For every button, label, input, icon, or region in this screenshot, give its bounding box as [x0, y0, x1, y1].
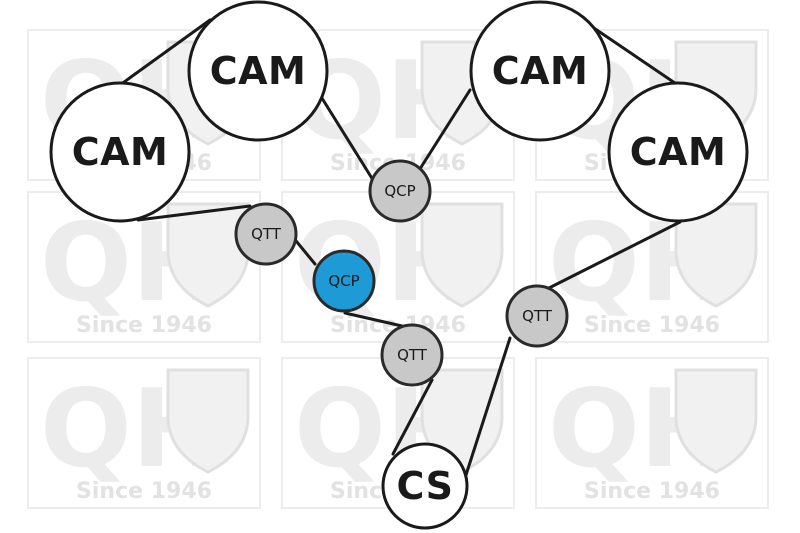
tensioner-pulley-upper-left: QTT	[234, 202, 298, 266]
cam-pulley-top-left: CAM	[187, 0, 329, 142]
belt-segment	[416, 88, 472, 174]
cam-label: CAM	[630, 130, 727, 174]
watermark-tagline: Since 1946	[584, 313, 720, 338]
watermark-shield-icon	[674, 202, 758, 308]
crankshaft-pulley: CS	[381, 442, 469, 530]
idler-label: QCP	[328, 272, 359, 290]
belt-segment	[318, 93, 375, 182]
cam-pulley-right: CAM	[607, 81, 749, 223]
watermark-shield-icon	[166, 368, 250, 474]
cam-pulley-top-right: CAM	[469, 0, 611, 142]
tensioner-pulley-right: QTT	[505, 284, 569, 348]
watermark-tagline: Since 1946	[76, 313, 212, 338]
belt-segment	[463, 336, 512, 480]
cam-label: CAM	[72, 130, 169, 174]
cam-label: CAM	[492, 49, 589, 93]
watermark-tagline: Since 1946	[76, 479, 212, 504]
belt-segment	[543, 220, 682, 292]
idler-pulley-top-center: QCP	[368, 159, 432, 223]
tensioner-pulley-lower-mid: QTT	[380, 323, 444, 387]
watermark-tagline: Since 1946	[584, 479, 720, 504]
belt-segment	[136, 204, 252, 222]
tensioner-label: QTT	[522, 307, 553, 325]
watermark-shield-icon	[420, 202, 504, 308]
belt-segment	[391, 378, 434, 456]
tensioner-label: QTT	[251, 225, 282, 243]
cam-label: CAM	[210, 49, 307, 93]
idler-label: QCP	[384, 182, 415, 200]
idler-pulley-highlighted: QCP	[312, 249, 376, 313]
belt-segment	[111, 18, 212, 92]
watermark-shield-icon	[674, 368, 758, 474]
crankshaft-label: CS	[397, 464, 454, 508]
belt-segment	[343, 311, 404, 328]
tensioner-label: QTT	[397, 346, 428, 364]
cam-pulley-left: CAM	[49, 81, 191, 223]
